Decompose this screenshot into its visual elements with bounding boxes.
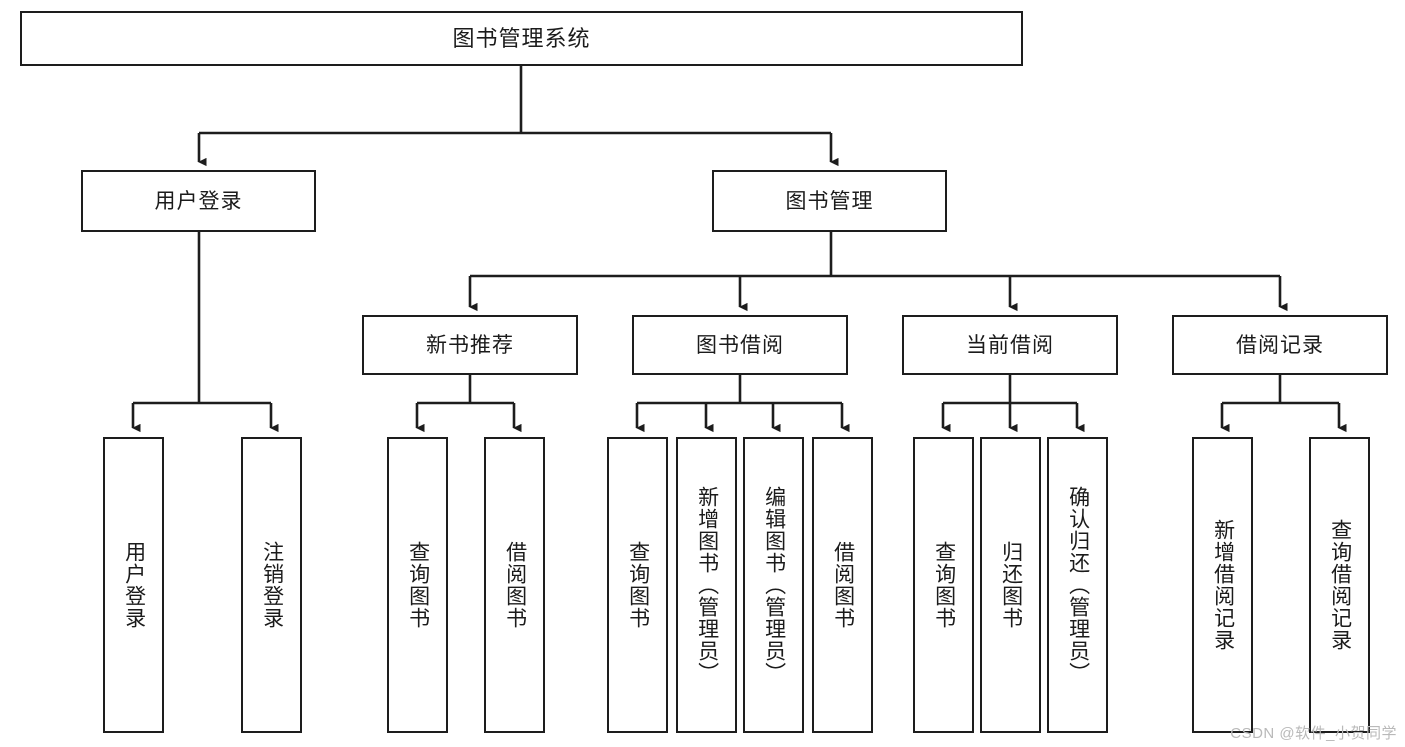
node-label: 查询借阅记录 (1328, 519, 1352, 651)
node-label: 新增图书（管理员） (695, 486, 719, 684)
leaf-new-book-query-book[interactable]: 查询图书 (387, 437, 448, 733)
leaf-current-borrow-return-book[interactable]: 归还图书 (980, 437, 1041, 733)
node-book-borrow[interactable]: 图书借阅 (632, 315, 848, 375)
node-label: 查询图书 (626, 541, 650, 629)
node-borrow-record[interactable]: 借阅记录 (1172, 315, 1388, 375)
node-label: 新书推荐 (426, 333, 514, 357)
node-label: 当前借阅 (966, 333, 1054, 357)
node-label: 用户登录 (122, 541, 146, 629)
node-label: 图书管理 (785, 189, 874, 213)
leaf-new-book-borrow-book[interactable]: 借阅图书 (484, 437, 545, 733)
leaf-book-borrow-edit-book-admin[interactable]: 编辑图书（管理员） (743, 437, 804, 733)
node-label: 借阅图书 (831, 541, 855, 629)
node-label: 确认归还（管理员） (1066, 486, 1090, 684)
leaf-book-borrow-borrow-book[interactable]: 借阅图书 (812, 437, 873, 733)
node-user-login[interactable]: 用户登录 (81, 170, 316, 232)
node-book-management[interactable]: 图书管理 (712, 170, 947, 232)
leaf-borrow-record-add-record[interactable]: 新增借阅记录 (1192, 437, 1253, 733)
csdn-watermark: CSDN @软件_小贺同学 (1230, 725, 1397, 742)
leaf-current-borrow-confirm-return-admin[interactable]: 确认归还（管理员） (1047, 437, 1108, 733)
node-label: 借阅图书 (503, 541, 527, 629)
leaf-borrow-record-query-record[interactable]: 查询借阅记录 (1309, 437, 1370, 733)
node-label: 图书借阅 (696, 333, 784, 357)
node-root-book-management-system[interactable]: 图书管理系统 (20, 11, 1023, 66)
node-label: 查询图书 (406, 541, 430, 629)
node-label: 归还图书 (999, 541, 1023, 629)
node-label: 编辑图书（管理员） (762, 486, 786, 684)
node-label: 新增借阅记录 (1211, 519, 1235, 651)
leaf-user-login-login[interactable]: 用户登录 (103, 437, 164, 733)
leaf-book-borrow-add-book-admin[interactable]: 新增图书（管理员） (676, 437, 737, 733)
leaf-current-borrow-query-book[interactable]: 查询图书 (913, 437, 974, 733)
node-label: 借阅记录 (1236, 333, 1324, 357)
node-current-borrow[interactable]: 当前借阅 (902, 315, 1118, 375)
leaf-user-login-logout[interactable]: 注销登录 (241, 437, 302, 733)
leaf-book-borrow-query-book[interactable]: 查询图书 (607, 437, 668, 733)
node-label: 用户登录 (154, 189, 243, 213)
node-label: 图书管理系统 (452, 25, 591, 51)
node-label: 查询图书 (932, 541, 956, 629)
node-new-book-recommend[interactable]: 新书推荐 (362, 315, 578, 375)
node-label: 注销登录 (260, 541, 284, 629)
